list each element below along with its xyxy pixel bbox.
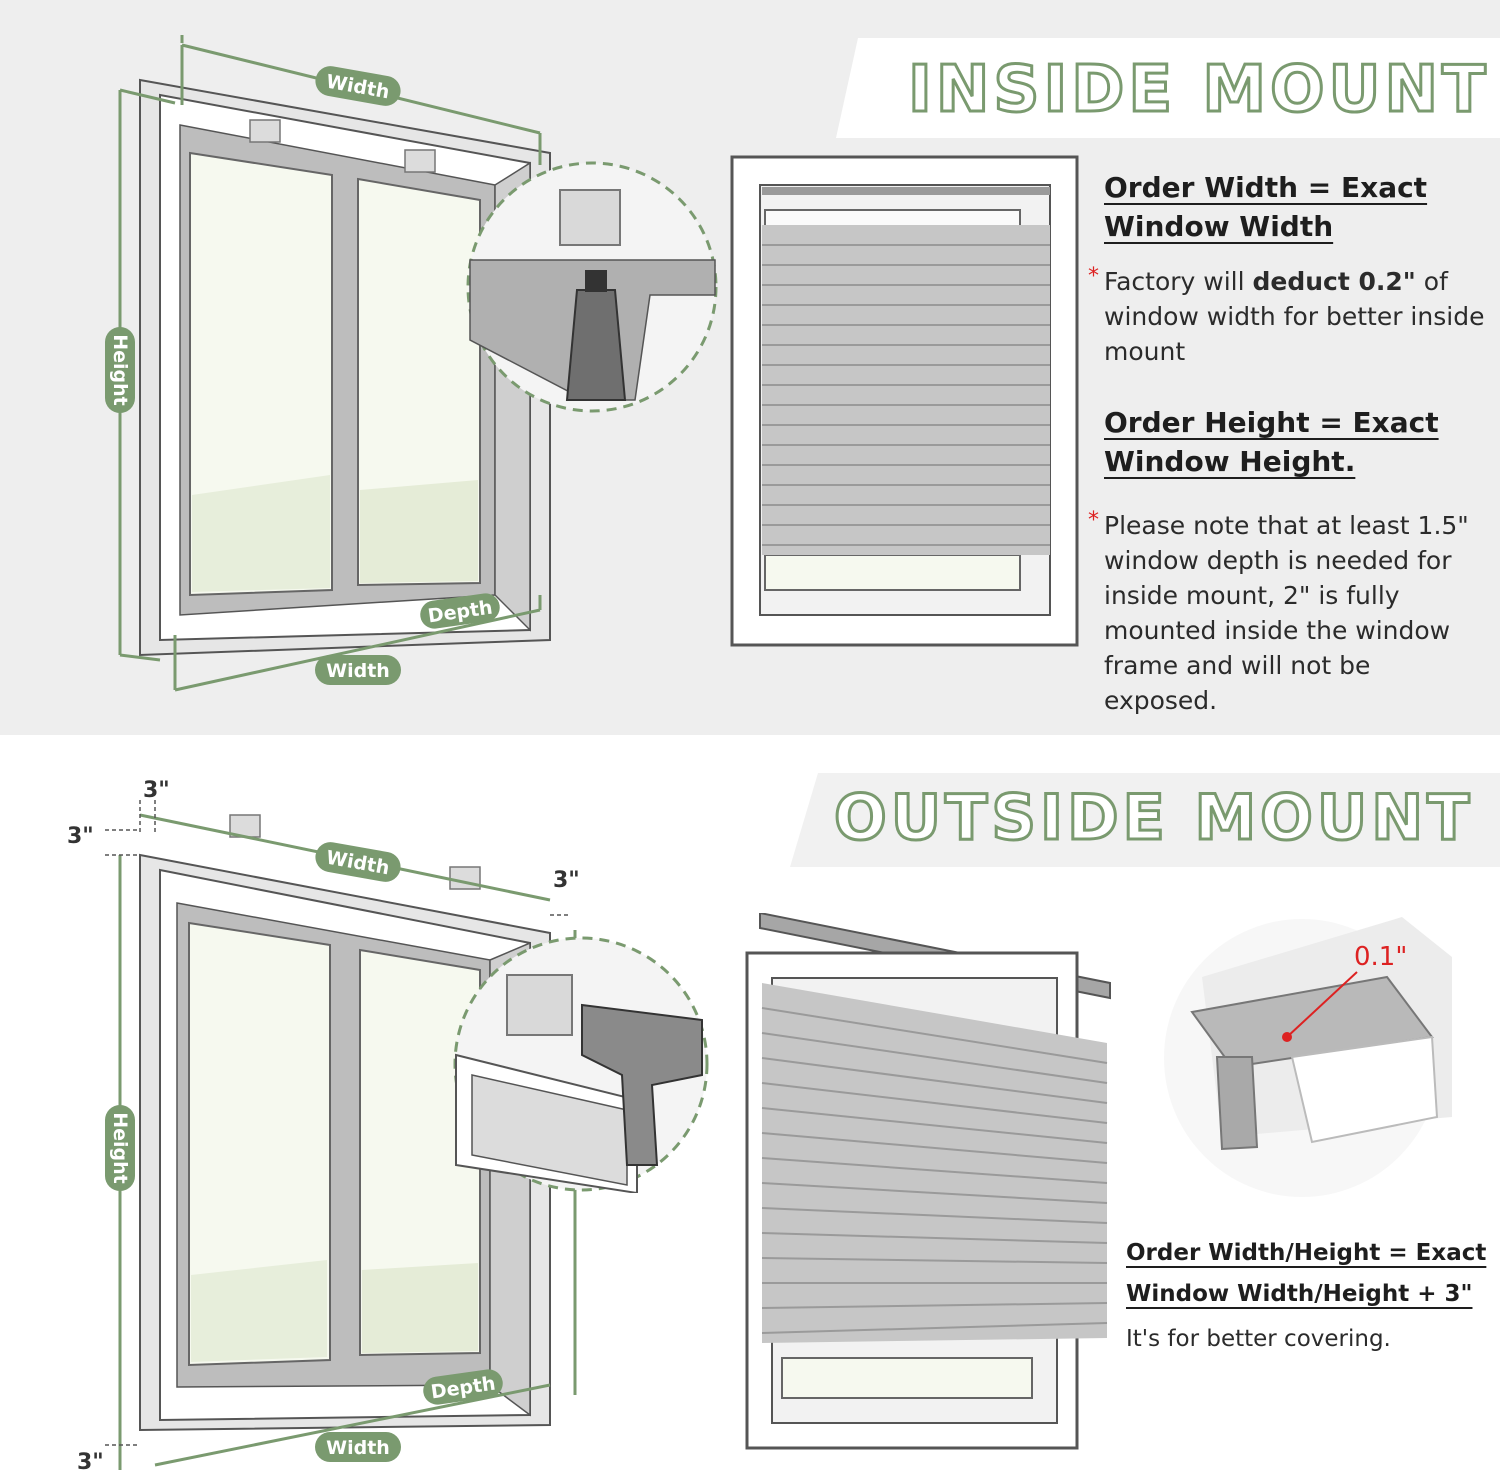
height-label: Height [109, 334, 131, 406]
height-pill: Height [105, 1105, 135, 1191]
bracket-icon [559, 189, 621, 246]
drill-icon [565, 289, 627, 401]
outside-measure-diagram: 3" 3" 3" 3" Width Height Depth Width [67, 778, 580, 1470]
outside-shade-diagram [745, 913, 1111, 1450]
width-bottom-pill: Width [315, 655, 401, 685]
outside-mount-title: OUTSIDE MOUNT [832, 781, 1474, 854]
gap-marker [1282, 1032, 1292, 1042]
outside-mount-banner [790, 773, 1500, 867]
order-width-heading-line1: Order Width = Exact [1104, 171, 1428, 204]
bracket-closeup: 0.1" [1164, 917, 1452, 1197]
order-width-heading-line2: Window Width [1104, 210, 1334, 243]
bracket-icon [404, 149, 436, 173]
banner-shape [836, 38, 1500, 138]
order-height-heading-line1: Order Height = Exact [1104, 406, 1439, 439]
deduct-note-bold: deduct 0.2" [1252, 267, 1416, 296]
gap-pointer [1286, 971, 1358, 1038]
inside-measure-diagram: Width Height Depth Width [105, 35, 551, 692]
width-bottom-label: Width [326, 1437, 390, 1459]
inside-height-block: Order Height = Exact Window Height. [1104, 405, 1494, 479]
inside-mount-title: INSIDE MOUNT [907, 53, 1490, 127]
drill-icon [581, 1003, 703, 1166]
depth-pill: Depth [420, 593, 500, 629]
dim-left-label: 3" [67, 824, 94, 849]
outside-heading-line2: Window Width/Height + 3" [1126, 1280, 1473, 1307]
pleated-shade [762, 225, 1050, 555]
dim-top-label: 3" [143, 778, 170, 803]
outside-drill-zoom [453, 936, 709, 1193]
outside-order-block: Order Width/Height = Exact Window Width/… [1126, 1239, 1498, 1309]
bracket-icon [506, 974, 573, 1036]
asterisk-icon: * [1088, 508, 1099, 533]
depth-note: * Please note that at least 1.5" window … [1088, 508, 1489, 718]
deduct-note: * Factory will deduct 0.2" of window wid… [1088, 264, 1489, 369]
asterisk-icon: * [1088, 264, 1099, 289]
inside-width-block: Order Width = Exact Window Width [1104, 170, 1494, 244]
inside-mount-banner [836, 38, 1500, 138]
inside-mount-section: INSIDE MOUNT [0, 0, 1500, 735]
dim-bottom-label: 3" [77, 1450, 104, 1470]
height-label: Height [109, 1112, 131, 1184]
outside-heading-line1: Order Width/Height = Exact [1126, 1240, 1487, 1266]
inside-shade-diagram [730, 155, 1079, 647]
outside-note: It's for better covering. [1126, 1326, 1391, 1352]
width-top-pill: Width [315, 66, 401, 106]
deduct-note-prefix: Factory will [1104, 267, 1253, 296]
depth-note-text: Please note that at least 1.5" window de… [1104, 511, 1469, 715]
width-bottom-label: Width [326, 660, 390, 682]
dim-right-label: 3" [553, 868, 580, 893]
width-bottom-pill: Width [315, 1432, 401, 1462]
deduct-note-suffix: of window width for better inside mount [1104, 267, 1485, 366]
outside-mount-section: OUTSIDE MOUNT 3" 3" 3" 3" [0, 735, 1500, 1472]
banner-shape [790, 773, 1500, 867]
depth-pill: Depth [423, 1369, 503, 1405]
inside-drill-zoom [466, 161, 718, 413]
order-height-heading-line2: Window Height. [1104, 445, 1356, 478]
bracket-gap-label: 0.1" [1354, 942, 1407, 972]
pleated-shade [762, 983, 1107, 1343]
width-top-pill: Width [315, 842, 401, 882]
height-pill: Height [105, 327, 135, 413]
bracket-icon [249, 119, 281, 143]
